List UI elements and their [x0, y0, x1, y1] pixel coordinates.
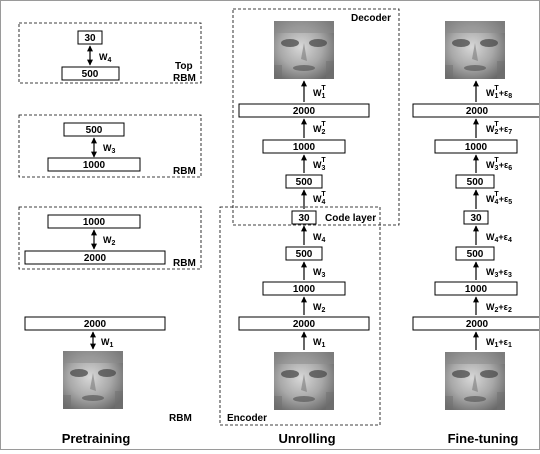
- encoder-layer-2000-box: [238, 316, 370, 331]
- code-layer-value: 30: [470, 213, 482, 224]
- layer-2000-label: 2000: [466, 319, 489, 330]
- reconstruction-face-image: [445, 21, 505, 79]
- top-label: Top: [175, 61, 193, 72]
- weight-w1-eps1-label: W1+ε1: [486, 337, 512, 349]
- rbm-top: 30 W4 500 Top RBM: [18, 22, 202, 84]
- layer-1000-box: [47, 214, 141, 229]
- encoder-layer-500-box: [455, 246, 495, 261]
- weight-w3t-eps6-label: W3T+ε6: [486, 157, 512, 172]
- layer-1000-label: 1000: [465, 142, 488, 153]
- weight-w3-label: W3: [313, 267, 326, 279]
- layer-1000-label: 1000: [83, 160, 106, 171]
- weight-w3t-label: W3T: [313, 157, 326, 172]
- pretraining-column: 30 W4 500 Top RBM 500 W3 1000 RBM 1000 W…: [18, 22, 202, 446]
- weight-w2t-eps7-label: W2T+ε7: [486, 121, 512, 136]
- layer-1000-label: 1000: [83, 217, 106, 228]
- encoder-label: Encoder: [227, 413, 267, 424]
- input-face-image: [445, 352, 505, 410]
- layer-2000-box: [24, 316, 166, 331]
- encoder-layer-1000-box: [262, 281, 346, 296]
- code-layer-label: Code layer: [325, 213, 376, 224]
- weight-w2-label: W2: [313, 302, 326, 314]
- layer-1000-label: 1000: [293, 142, 316, 153]
- encoder-layer-1000-box: [434, 281, 518, 296]
- weight-w4t-eps5-label: W4T+ε5: [486, 191, 512, 206]
- weight-w4-label: W4: [99, 52, 112, 64]
- layer-2000-label: 2000: [84, 253, 107, 264]
- layer-1000-label: 1000: [465, 284, 488, 295]
- pretraining-title: Pretraining: [62, 431, 131, 446]
- rbm-label: RBM: [169, 413, 192, 424]
- rbm-label: RBM: [173, 166, 196, 177]
- reconstruction-face-image: [274, 21, 334, 79]
- rbm-3: 500 W3 1000 RBM: [18, 114, 202, 178]
- unrolling-title: Unrolling: [278, 431, 335, 446]
- rbm-label: RBM: [173, 258, 196, 269]
- layer-500-label: 500: [467, 249, 484, 260]
- weight-w1t-eps8-label: W1T+ε8: [486, 85, 512, 100]
- weight-w1-label: W1: [313, 337, 326, 349]
- input-face-image: [274, 352, 334, 410]
- code-layer-value: 30: [298, 213, 310, 224]
- decoder-layer-1000-box: [434, 139, 518, 154]
- layer-2000-label: 2000: [293, 106, 316, 117]
- layer-30-label: 30: [84, 33, 96, 44]
- decoder-layer-2000-box: [238, 103, 370, 118]
- weight-w2t-label: W2T: [313, 121, 326, 136]
- code-layer-box: [463, 210, 489, 225]
- decoder-layer-500-box: [285, 174, 323, 189]
- layer-500-box: [61, 66, 120, 81]
- decoder-dashed-box: [232, 8, 400, 226]
- decoder-layer-1000-box: [262, 139, 346, 154]
- layer-500-label: 500: [296, 249, 313, 260]
- weight-w1-label: W1: [101, 337, 114, 349]
- layer-500-label: 500: [82, 69, 99, 80]
- weight-w2-eps2-label: W2+ε2: [486, 302, 512, 314]
- weight-w4-label: W4: [313, 232, 326, 244]
- encoder-layer-500-box: [285, 246, 323, 261]
- weight-w3-eps3-label: W3+ε3: [486, 267, 512, 279]
- decoder-label: Decoder: [351, 13, 391, 24]
- weight-w2-label: W2: [103, 235, 116, 247]
- decoder-layer-2000-box: [412, 103, 540, 118]
- layer-2000-box: [24, 250, 166, 265]
- layer-500-label: 500: [296, 177, 313, 188]
- weight-w1t-label: W1T: [313, 85, 326, 100]
- unrolling-column: Decoder W1T 2000 W2T 1000 W3T 500 W4T 30…: [219, 8, 400, 446]
- face-image: [63, 351, 123, 409]
- encoder-layer-2000-box: [412, 316, 540, 331]
- layer-500-label: 500: [467, 177, 484, 188]
- rbm-3-dashed-box: [18, 114, 202, 178]
- layer-2000-label: 2000: [293, 319, 316, 330]
- rbm-top-dashed-box: [18, 22, 202, 84]
- layer-1000-label: 1000: [293, 284, 316, 295]
- rbm-2: 1000 W2 2000 RBM: [18, 206, 202, 270]
- rbm-2-dashed-box: [18, 206, 202, 270]
- layer-1000-box: [47, 157, 141, 172]
- layer-2000-label: 2000: [466, 106, 489, 117]
- weight-w4t-label: W4T: [313, 191, 326, 206]
- layer-30-box: [77, 30, 103, 45]
- layer-2000-label: 2000: [84, 319, 107, 330]
- decoder-layer-500-box: [455, 174, 495, 189]
- rbm-label: RBM: [173, 73, 196, 84]
- code-layer-box: [291, 210, 317, 225]
- finetuning-title: Fine-tuning: [448, 431, 519, 446]
- weight-w3-label: W3: [103, 143, 116, 155]
- weight-w4-eps4-label: W4+ε4: [486, 232, 512, 244]
- layer-500-label: 500: [86, 125, 103, 136]
- encoder-dashed-box: [219, 206, 381, 426]
- layer-500-box: [63, 122, 125, 137]
- finetuning-column: W1T+ε8 2000 W2T+ε7 1000 W3T+ε6 500 W4T+ε…: [412, 21, 540, 446]
- rbm-1: 2000 W1 RBM: [24, 316, 192, 424]
